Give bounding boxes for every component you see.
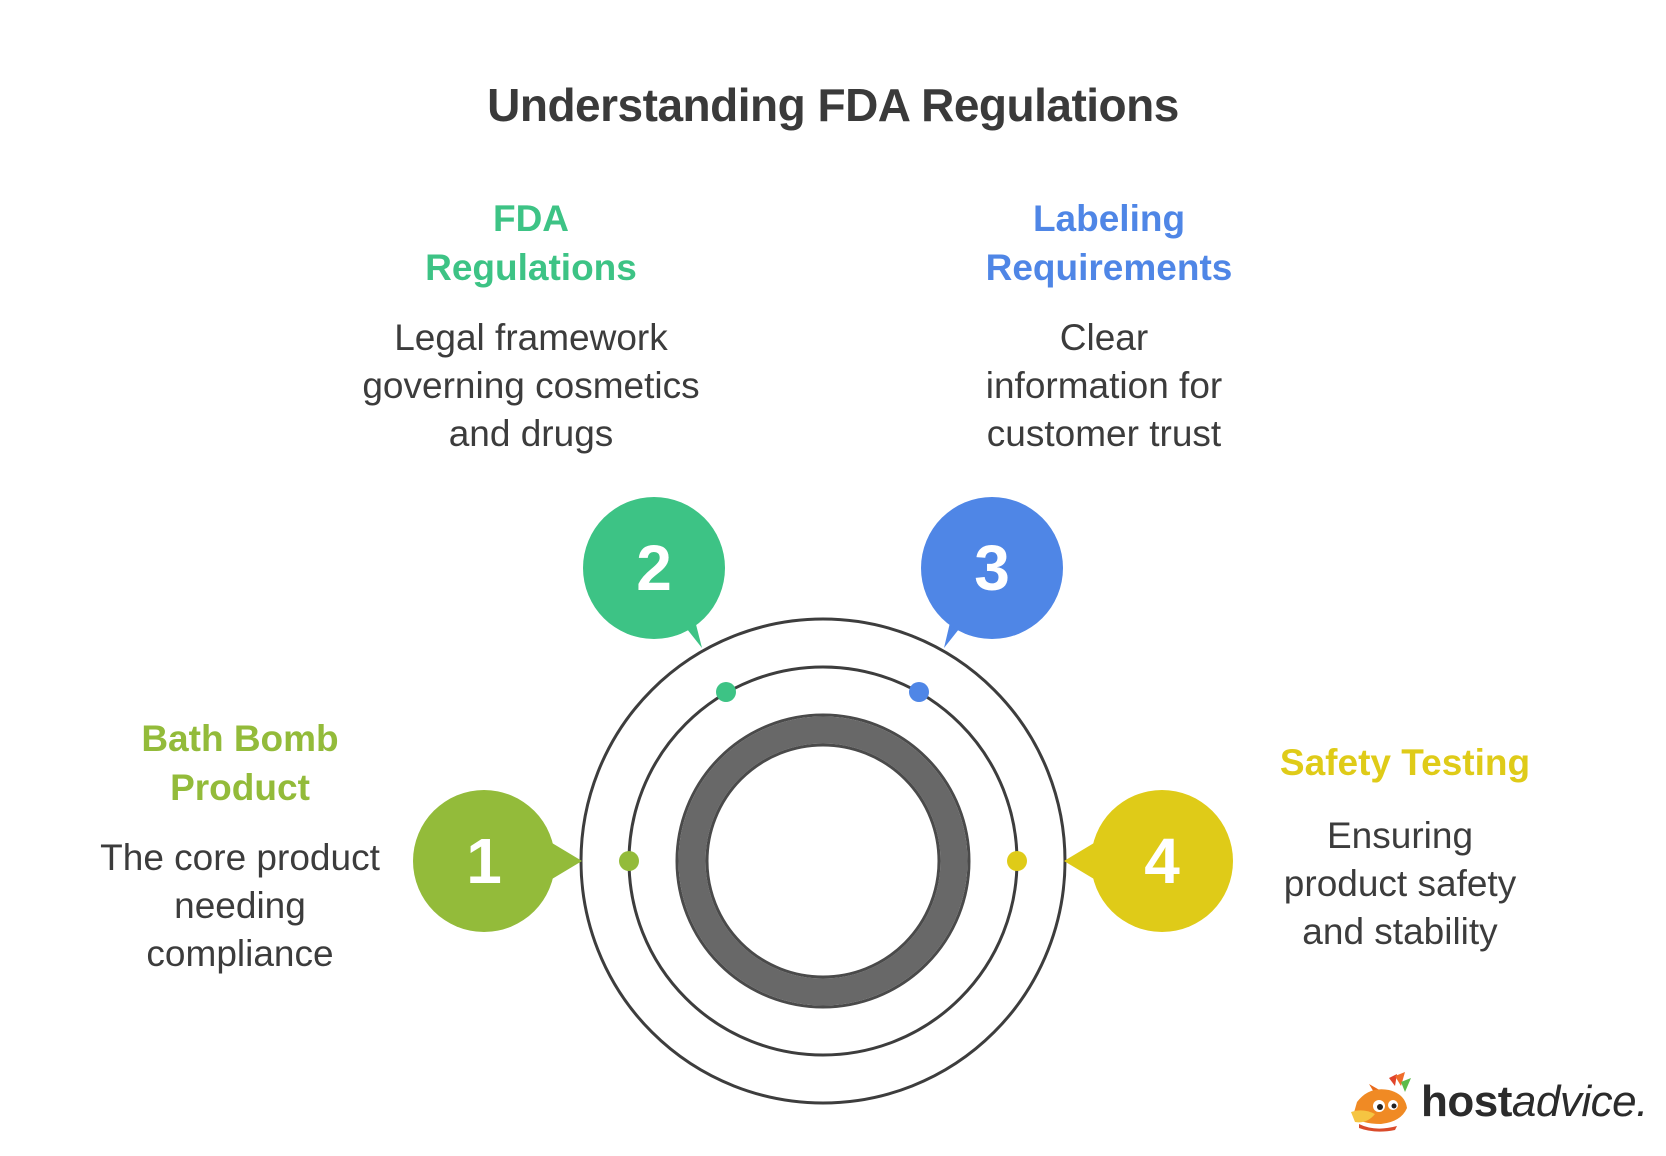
item-number-3: 3 [974, 532, 1010, 604]
item-number-2: 2 [636, 532, 672, 604]
item-desc-3-line-1: Clear [1059, 317, 1149, 358]
item-title-3: Labeling Requirements [939, 194, 1279, 292]
marker-dot-3 [909, 682, 929, 702]
item-title-2: FDA Regulations [371, 194, 691, 292]
item-desc-4-line-1: Ensuring [1326, 815, 1474, 856]
item-desc-3-line-2: information for [985, 365, 1223, 406]
logo-text-rest: advice. [1511, 1077, 1648, 1126]
logo-text: hostadvice. [1421, 1077, 1648, 1127]
item-number-4: 4 [1144, 825, 1180, 897]
item-title-2-line-1: FDA [492, 198, 570, 239]
callout-bubble-2 [583, 497, 725, 648]
logo-text-bold: host [1421, 1077, 1512, 1126]
item-title-1-line-2: Product [170, 767, 310, 808]
item-desc-3-line-3: customer trust [986, 413, 1222, 454]
callout-bubble-1 [413, 790, 582, 932]
core-ring-inner-outline [705, 743, 941, 979]
callout-bubble-4 [1064, 790, 1233, 932]
item-desc-2-line-1: Legal framework [394, 317, 668, 358]
core-ring-outline [675, 713, 971, 1009]
item-desc-1-line-1: The core product [100, 837, 380, 878]
callout-bubble-3 [921, 497, 1063, 648]
item-desc-3: Clear information for customer trust [924, 314, 1284, 458]
item-title-1: Bath Bomb Product [80, 714, 400, 812]
item-title-2-line-2: Regulations [425, 247, 637, 288]
fox-mascot-icon [1351, 1072, 1411, 1132]
item-desc-4-line-3: and stability [1302, 911, 1498, 952]
item-desc-2: Legal framework governing cosmetics and … [321, 314, 741, 458]
item-title-3-line-1: Labeling [1032, 198, 1186, 239]
outer-ring [579, 617, 1067, 1105]
marker-dot-2 [716, 682, 736, 702]
item-title-4-line-1: Safety Testing [1279, 742, 1531, 783]
core-ring [678, 716, 968, 1006]
item-desc-2-line-2: governing cosmetics [362, 365, 700, 406]
item-desc-4-line-2: product safety [1283, 863, 1517, 904]
item-desc-2-line-3: and drugs [448, 413, 614, 454]
item-title-3-line-2: Requirements [985, 247, 1233, 288]
page-title: Understanding FDA Regulations [487, 79, 1179, 131]
item-desc-1: The core product needing compliance [60, 834, 420, 978]
item-title-1-line-1: Bath Bomb [141, 718, 339, 759]
item-number-1: 1 [466, 825, 502, 897]
marker-dot-1 [619, 851, 639, 871]
item-title-4: Safety Testing [1245, 738, 1565, 787]
item-desc-1-line-2: needing [174, 885, 306, 926]
marker-dot-4 [1007, 851, 1027, 871]
item-desc-1-line-3: compliance [146, 933, 334, 974]
item-desc-4: Ensuring product safety and stability [1230, 812, 1570, 956]
hostadvice-logo[interactable]: hostadvice. [1345, 1072, 1648, 1132]
